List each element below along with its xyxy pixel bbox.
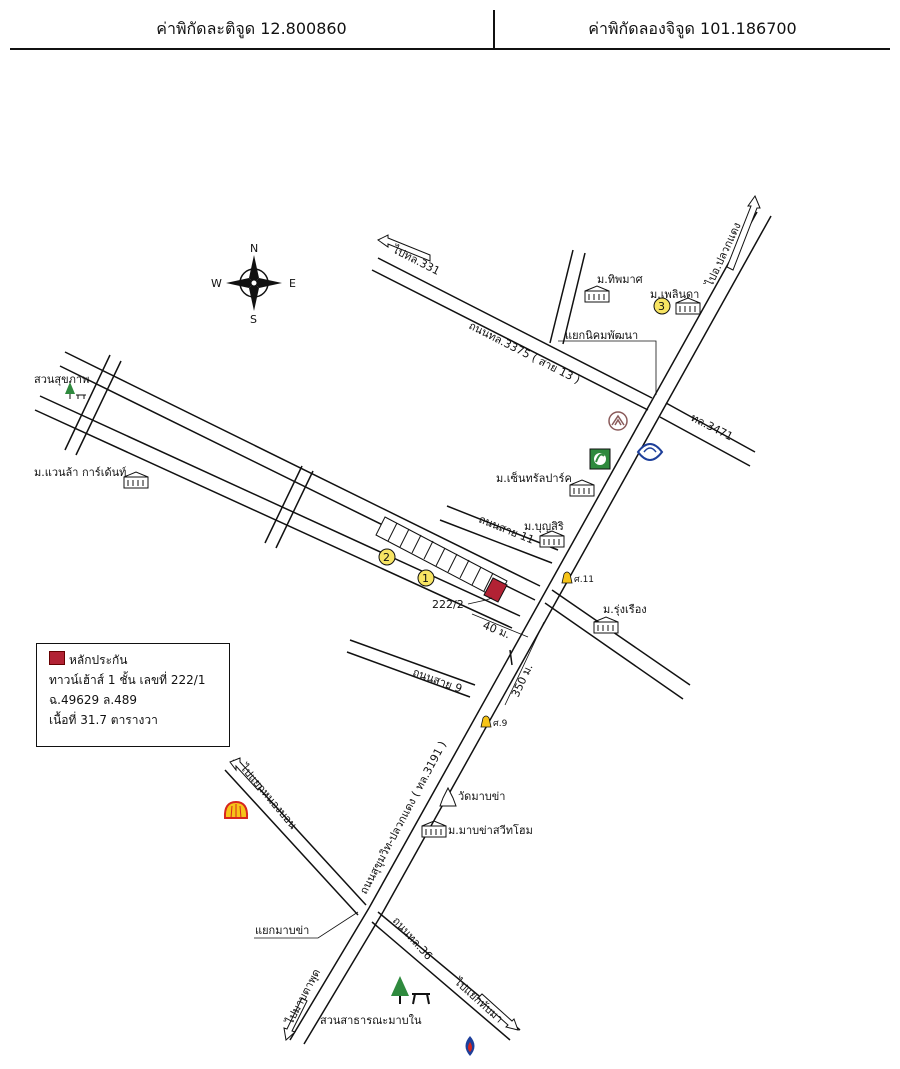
label-mu-thipmas: ม.ทิพมาศ [597, 273, 643, 286]
compass-icon [226, 255, 282, 311]
legend-line3: เนื้อที่ 31.7 ตารางวา [49, 713, 158, 727]
latitude-label: ค่าพิกัดละติจูด 12.800860 [156, 19, 347, 38]
legend-box: หลักประกัน ทาวน์เฮ้าส์ 1 ชั้น เลขที่ 222… [36, 643, 230, 747]
temple-icon [608, 411, 628, 431]
label-to-thap-ma: ไปแยกทับมา [451, 975, 505, 1026]
arrow-to-map-ta-phut [283, 997, 308, 1041]
label-mu-vanla: ม.แวนล้า การ์เด้นท์ [34, 466, 126, 479]
marker-1 [417, 569, 435, 587]
label-nikhom-junction: แยกนิคมพัฒนา [565, 329, 638, 342]
arrow-to-pluak-daeng [726, 194, 761, 271]
compass-s: S [250, 313, 257, 326]
label-road-3471: ทล.3471 [689, 411, 735, 443]
label-mu-central-park: ม.เซ็นทรัลปาร์ค [496, 471, 572, 485]
label-shrine-9: ศ.9 [493, 719, 508, 729]
marker-2-label: 2 [383, 551, 390, 564]
label-dist-40: 40 ม. [481, 619, 512, 642]
marker-3-label: 3 [658, 300, 665, 313]
village-icon [421, 820, 447, 838]
village-icon [123, 471, 149, 489]
arrow-to-331 [377, 234, 431, 262]
bank-icon [589, 448, 611, 470]
road-3191 [289, 211, 772, 1045]
cross-connectors [64, 354, 513, 666]
gas-station-icon [636, 443, 664, 461]
label-road-9: ถนนสาย 9 [411, 666, 464, 696]
legend-line2: ฉ.49629 ล.489 [49, 693, 138, 707]
shrine-icon [480, 715, 492, 728]
temple-icon [439, 786, 457, 807]
header-divider [493, 10, 495, 48]
townhouse-row [375, 516, 508, 600]
label-shrine-11: ศ.11 [574, 575, 594, 585]
marker-1-label: 1 [422, 572, 429, 585]
village-icon [584, 285, 610, 303]
coordinates-header: ค่าพิกัดละติจูด 12.800860 ค่าพิกัดลองจิจ… [10, 0, 890, 50]
legend-title: หลักประกัน [69, 653, 128, 667]
village-icon [539, 530, 565, 548]
parallel-roads [34, 351, 691, 700]
legend-line1: ทาวน์เฮ้าส์ 1 ชั้น เลขที่ 222/1 [49, 673, 206, 687]
village-icon [593, 616, 619, 634]
label-dist-350: 350 ม. [509, 662, 536, 699]
collateral-parcel [483, 577, 508, 603]
tree-icon [65, 382, 86, 399]
tree-icon [391, 976, 430, 1005]
label-suan-sukhaphap: สวนสุขภาพ [34, 373, 89, 386]
label-road-36: ถนนทล.36 [390, 914, 435, 962]
marker-3 [653, 297, 671, 315]
village-icon [569, 479, 595, 497]
label-to-nong-bon: ไปแยกหนองบอน [237, 761, 300, 832]
label-house-no: 222/2 [432, 598, 464, 611]
label-to-331: ไปทล.331 [390, 243, 442, 278]
label-map-ya-junction: แยกมาบข่า [255, 924, 309, 937]
compass-w: W [211, 277, 222, 290]
collateral-swatch [49, 651, 65, 665]
road-nikhom-branch [549, 249, 586, 345]
road-3375 [371, 257, 756, 467]
longitude-label: ค่าพิกัดลองจิจูด 101.186700 [588, 19, 797, 38]
label-public-park: สวนสาธารณะมาบใน [320, 1014, 422, 1027]
label-mu-rungruang: ม.รุ่งเรือง [603, 603, 647, 616]
legend-title-row: หลักประกัน [49, 650, 225, 670]
compass-e: E [289, 277, 296, 290]
label-mu-boonsiri: ม.บุญสิริ [524, 520, 564, 533]
shrine-icon [561, 571, 573, 584]
label-mu-map-ya-swithome: ม.มาบข่าสวีทโฮม [448, 823, 533, 837]
gas-station-icon [465, 1036, 475, 1056]
compass-n: N [250, 242, 258, 255]
arrow-to-nong-bon [229, 757, 263, 791]
gas-station-icon [223, 800, 249, 819]
label-wat-map-ya: วัดมาบข่า [458, 790, 505, 803]
arrow-to-thap-ma [477, 993, 519, 1031]
marker-2 [378, 548, 396, 566]
